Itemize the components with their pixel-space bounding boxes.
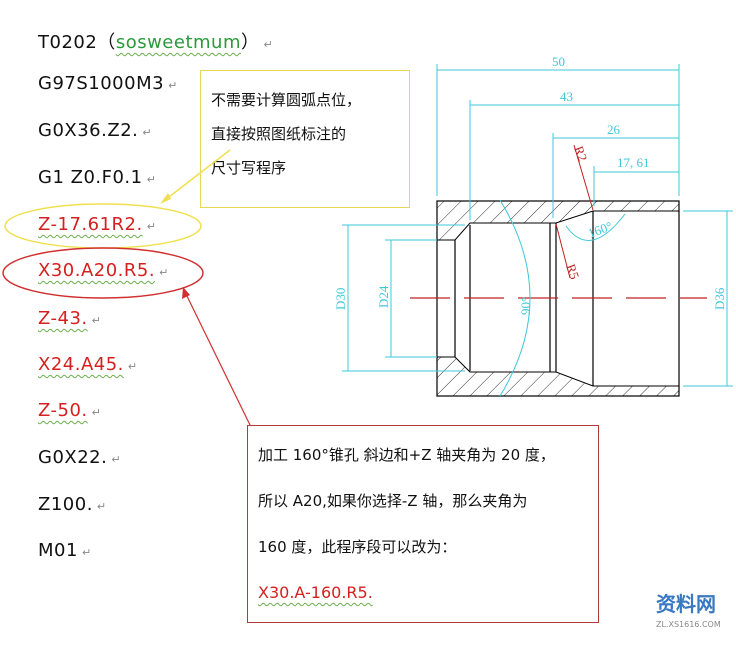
- yellow-ellipse: [4, 203, 202, 249]
- program-line: T0202（sosweetmum）↵: [38, 28, 273, 54]
- program-line: X30.A20.R5.↵: [38, 260, 169, 281]
- code-text: T0202（: [38, 32, 116, 53]
- note-line: 加工 160°锥孔 斜边和+Z 轴夹角为 20 度，: [258, 446, 555, 464]
- code-text: ）: [241, 32, 260, 53]
- paragraph-mark-icon: ↵: [91, 406, 102, 419]
- yellow-arrowhead: [160, 193, 171, 204]
- program-line: X24.A45.↵: [38, 354, 138, 375]
- paragraph-mark-icon: ↵: [142, 126, 153, 139]
- radius-leaders: [555, 144, 594, 279]
- paragraph-mark-icon: ↵: [263, 38, 274, 51]
- watermark-url: ZL.XS1616.COM: [656, 620, 721, 629]
- program-line: Z100.↵: [38, 494, 107, 515]
- program-line: Z-50.↵: [38, 400, 101, 421]
- note-line: 直接按照图纸标注的: [211, 125, 347, 143]
- dim-50: 50: [552, 54, 565, 69]
- alt-code: X30.A-160.R5.: [258, 583, 373, 602]
- code-text: G97S1000M3: [38, 73, 165, 94]
- dim-d36: D36: [712, 287, 727, 310]
- program-line: M01↵: [38, 540, 92, 561]
- code-text: Z-43.: [38, 308, 88, 329]
- program-line: G0X22.↵: [38, 447, 121, 468]
- yellow-arrow: [164, 149, 231, 201]
- paragraph-mark-icon: ↵: [146, 173, 157, 186]
- note-code: X30.A-160.R5.: [258, 570, 588, 616]
- paragraph-mark-icon: ↵: [96, 500, 107, 513]
- dim-d24: D24: [376, 285, 391, 308]
- code-text: X30.A20.R5.: [38, 260, 156, 281]
- section-bottom: [436, 356, 680, 397]
- program-line: G1 Z0.F0.1↵: [38, 167, 156, 188]
- program-line: Z-17.61R2.↵: [38, 214, 156, 235]
- section-top: [436, 200, 680, 241]
- paragraph-mark-icon: ↵: [146, 220, 157, 233]
- program-line: G0X36.Z2.↵: [38, 120, 152, 141]
- paragraph-mark-icon: ↵: [81, 546, 92, 559]
- code-text: M01: [38, 540, 78, 561]
- yellow-note: 不需要计算圆弧点位， 直接按照图纸标注的 尺寸写程序: [200, 70, 410, 208]
- code-text: G0X22.: [38, 447, 108, 468]
- code-text: G1 Z0.F0.1: [38, 167, 143, 188]
- red-note: 加工 160°锥孔 斜边和+Z 轴夹角为 20 度， 所以 A20,如果你选择-…: [247, 425, 599, 623]
- dim-26: 26: [607, 122, 621, 137]
- paragraph-mark-icon: ↵: [159, 266, 169, 279]
- dimension-lines: [342, 64, 733, 397]
- code-text: G0X36.Z2.: [38, 120, 139, 141]
- note-line: 尺寸写程序: [211, 159, 287, 177]
- radius-r5: R5: [563, 262, 582, 281]
- dimension-texts: 50 43 26 17, 61 160° 90° D30 D24 D36: [333, 54, 727, 315]
- note-line: 160 度，此程序段可以改为：: [258, 538, 457, 556]
- paragraph-mark-icon: ↵: [111, 453, 122, 466]
- code-text: Z-50.: [38, 400, 88, 421]
- code-comment: sosweetmum: [115, 32, 241, 53]
- note-line: 不需要计算圆弧点位，: [211, 91, 362, 109]
- dim-17-61: 17, 61: [617, 155, 650, 170]
- paragraph-mark-icon: ↵: [127, 360, 138, 373]
- dim-43: 43: [560, 89, 573, 104]
- red-ellipse: [2, 247, 204, 299]
- program-line: G97S1000M3↵: [38, 73, 178, 94]
- code-text: Z100.: [38, 494, 93, 515]
- program-line: Z-43.↵: [38, 308, 101, 329]
- note-line: 所以 A20,如果你选择-Z 轴，那么夹角为: [258, 492, 528, 510]
- paragraph-mark-icon: ↵: [91, 314, 102, 327]
- radius-r2: R2: [571, 144, 590, 163]
- watermark-logo: 资料网: [656, 592, 716, 616]
- code-text: Z-17.61R2.: [38, 214, 143, 235]
- watermark: 资料网 ZL.XS1616.COM: [656, 592, 721, 630]
- red-arrow: [184, 291, 251, 426]
- red-arrowhead: [182, 287, 190, 299]
- code-text: X24.A45.: [38, 354, 124, 375]
- dim-d30: D30: [333, 288, 348, 310]
- angle-90: 90°: [518, 297, 533, 315]
- paragraph-mark-icon: ↵: [168, 79, 178, 92]
- angle-160: 160°: [586, 218, 614, 241]
